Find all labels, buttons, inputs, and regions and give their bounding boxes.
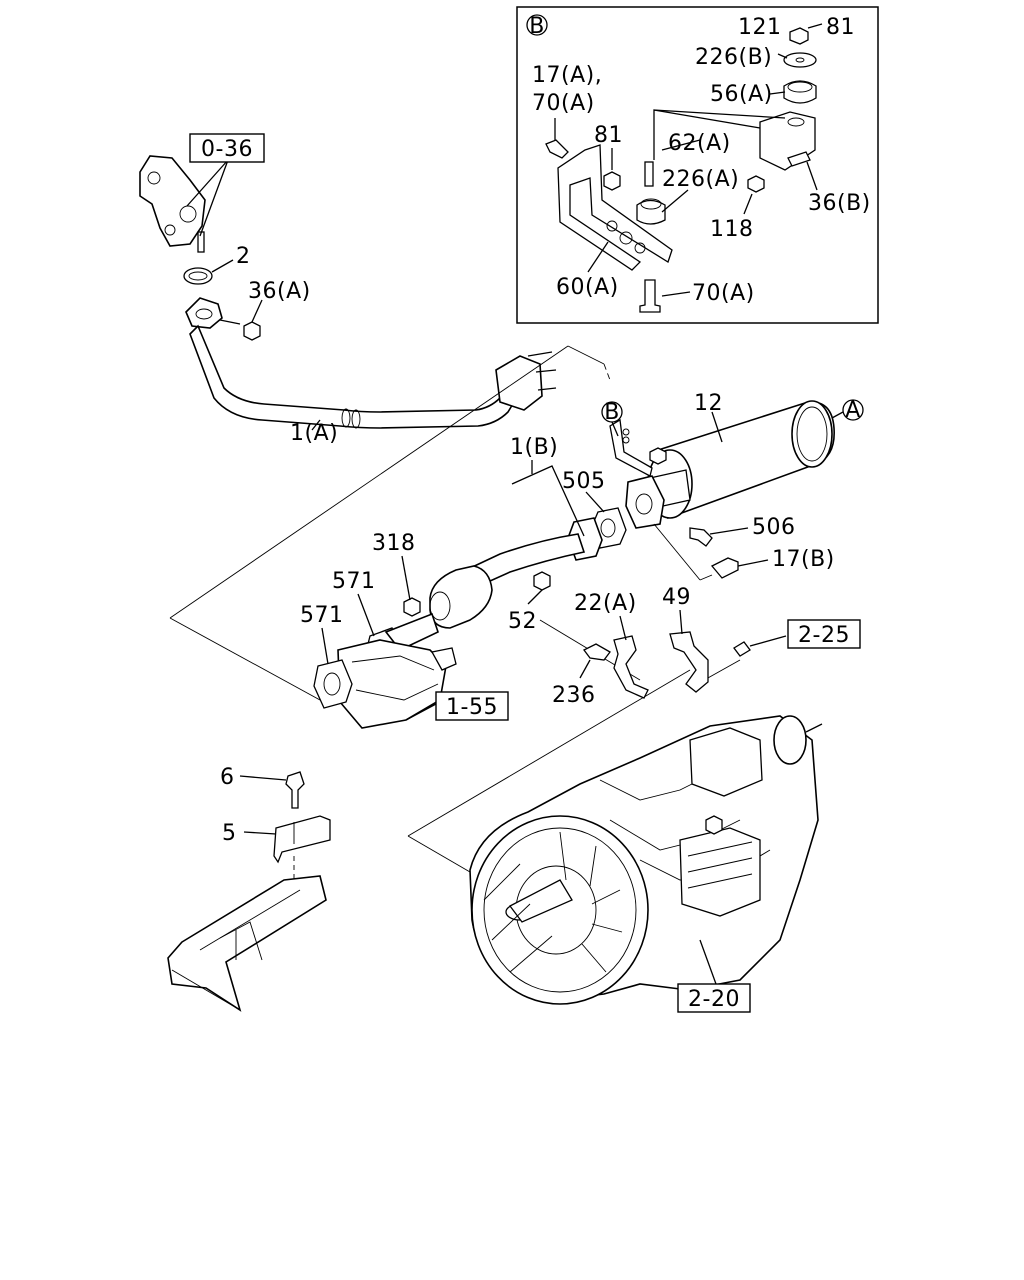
callout-81-mid: 81 xyxy=(594,123,623,148)
pipe-1b-assembly: 1(B) 505 318 571 571 52 1-55 xyxy=(300,435,627,729)
callout-505: 505 xyxy=(562,469,606,494)
shift-lever-nut xyxy=(705,815,723,835)
clamp-49 xyxy=(669,631,709,693)
callout-226b: 226(B) xyxy=(695,45,772,70)
callout-1b: 1(B) xyxy=(510,435,558,460)
ref-box-2-25 xyxy=(787,619,861,649)
clamp-22a xyxy=(613,635,649,699)
callout-56a: 56(A) xyxy=(710,82,773,107)
nut-52 xyxy=(533,571,551,591)
damper-226a xyxy=(636,199,666,225)
callout-70a-2: 70(A) xyxy=(692,281,755,306)
housing-port xyxy=(430,647,457,671)
muffler-hanger xyxy=(609,418,653,477)
exhaust-brake-housing xyxy=(337,639,447,729)
detail-b-inset: B xyxy=(516,6,879,324)
bolt-17a xyxy=(545,139,569,159)
marker-a: A xyxy=(845,398,861,423)
callout-36b: 36(B) xyxy=(808,191,871,216)
muffler-flange xyxy=(625,475,665,529)
callout-62a: 62(A) xyxy=(668,131,731,156)
callout-52: 52 xyxy=(508,609,537,634)
ref-box-0-36 xyxy=(189,133,265,163)
clamp-506 xyxy=(689,527,713,547)
callout-12: 12 xyxy=(694,391,723,416)
bolt-clamp-49 xyxy=(733,641,751,657)
gasket-2 xyxy=(183,267,213,285)
washer-226b xyxy=(783,52,817,68)
callout-22a: 22(A) xyxy=(574,591,637,616)
ref-0-36: 0-36 xyxy=(201,137,253,162)
hanger-nut xyxy=(649,447,667,465)
callout-17a-70a: 17(A), xyxy=(532,63,602,88)
callout-118: 118 xyxy=(710,217,754,242)
marker-b: B xyxy=(604,400,620,425)
callout-318: 318 xyxy=(372,531,416,556)
gasket-571-lower xyxy=(313,659,353,709)
catalytic-converter xyxy=(429,565,493,629)
pipe-flange xyxy=(185,297,223,329)
callout-1a: 1(A) xyxy=(290,421,338,446)
callout-121: 121 xyxy=(738,15,782,40)
callout-236: 236 xyxy=(552,683,596,708)
bolt-6 xyxy=(285,771,305,809)
callout-36a: 36(A) xyxy=(248,279,311,304)
bracket-5 xyxy=(273,815,331,864)
callout-60a: 60(A) xyxy=(556,275,619,300)
pipe-1a-flange xyxy=(495,355,543,411)
callout-6: 6 xyxy=(220,765,235,790)
callout-49: 49 xyxy=(662,585,691,610)
ref-2-20: 2-20 xyxy=(688,987,740,1012)
callout-2: 2 xyxy=(236,244,251,269)
input-shaft-body xyxy=(509,879,573,923)
side-cover xyxy=(679,827,761,917)
detail-b-marker: B xyxy=(529,14,545,39)
nut-36a xyxy=(243,321,261,341)
nut-118 xyxy=(747,175,765,193)
callout-5: 5 xyxy=(222,821,237,846)
ref-2-25: 2-25 xyxy=(798,623,850,648)
frame-bracket-assembly: 6 5 xyxy=(167,765,331,1012)
bolt-36b xyxy=(787,151,811,167)
callout-70a-1: 70(A) xyxy=(532,91,595,116)
muffler-end-cap xyxy=(791,400,833,468)
front-pipe-assembly: 0-36 2 36(A) 1(A) xyxy=(139,133,557,446)
callout-506: 506 xyxy=(752,515,796,540)
ref-1-55: 1-55 xyxy=(446,695,498,720)
muffler-assembly: B A 12 506 17(B) xyxy=(601,391,864,581)
callout-17b: 17(B) xyxy=(772,547,835,572)
shift-tower xyxy=(689,727,763,797)
pin-62a xyxy=(644,161,654,187)
ref-box-2-20 xyxy=(677,983,751,1013)
callout-571-upper: 571 xyxy=(332,569,376,594)
callout-81-top: 81 xyxy=(826,15,855,40)
bolt-236 xyxy=(583,643,611,661)
clamp-assembly: 22(A) 49 236 2-25 xyxy=(552,585,861,708)
nut-318 xyxy=(403,597,421,617)
callout-226a: 226(A) xyxy=(662,167,739,192)
exhaust-manifold xyxy=(139,155,206,247)
output-flange xyxy=(773,715,807,765)
bell-housing xyxy=(471,815,649,1005)
frame-rail xyxy=(167,875,327,1012)
ref-box-1-55 xyxy=(435,691,509,721)
callout-571-lower: 571 xyxy=(300,603,344,628)
transmission-assembly: 2-20 xyxy=(469,715,823,1013)
nut-121 xyxy=(789,27,809,45)
nut-81 xyxy=(603,171,621,191)
bracket-60a xyxy=(557,144,673,271)
bolt-17b xyxy=(710,557,739,579)
bolt-70a xyxy=(639,279,661,313)
